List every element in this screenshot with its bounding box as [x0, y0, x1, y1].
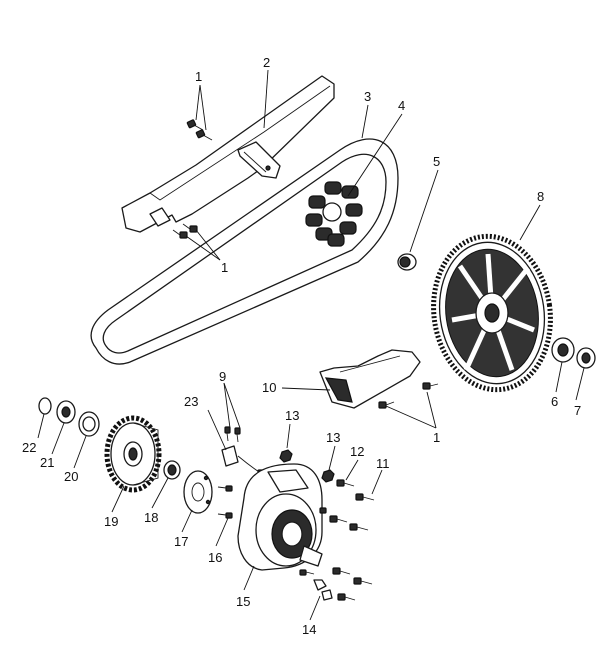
callout-12: 12	[350, 444, 364, 459]
cush-drive-rubbers	[305, 181, 363, 247]
oil-seal	[78, 411, 100, 437]
spacer-sleeve	[397, 253, 417, 271]
callout-15: 15	[236, 594, 250, 609]
callout-4: 4	[398, 98, 405, 113]
sensor-bracket	[221, 445, 265, 476]
front-bearing	[56, 400, 76, 424]
cable-clip	[313, 579, 333, 601]
callout-23: 23	[184, 394, 198, 409]
retaining-plate	[183, 470, 213, 514]
callout-10: 10	[262, 380, 276, 395]
callout-13-right: 13	[326, 430, 340, 445]
callout-21: 21	[40, 455, 54, 470]
belt-guard-upper	[121, 75, 335, 233]
circlip	[38, 397, 52, 415]
callout-2: 2	[263, 55, 270, 70]
screw-lower-pair	[172, 223, 198, 239]
callout-9: 9	[219, 369, 226, 384]
callout-20: 20	[64, 469, 78, 484]
rear-pulley	[431, 233, 553, 393]
screw-guard-pair	[378, 382, 439, 409]
leader-lines	[37, 69, 585, 621]
callout-1-upper: 1	[195, 69, 202, 84]
callout-16: 16	[208, 550, 222, 565]
rear-spacer	[576, 347, 596, 369]
cover-screw-column-short	[349, 493, 375, 585]
callout-1-right: 1	[433, 430, 440, 445]
callout-1-lower: 1	[221, 260, 228, 275]
callout-5: 5	[433, 154, 440, 169]
screw-upper-pair	[186, 119, 213, 141]
callout-17: 17	[174, 534, 188, 549]
callout-3: 3	[364, 89, 371, 104]
cover-screw-lower	[299, 507, 327, 576]
callout-22: 22	[22, 440, 36, 455]
callout-labels: 1 2 3 4 5 8 1 9 10 1 23 13 13 12 11 22 2…	[22, 55, 581, 637]
callout-19: 19	[104, 514, 118, 529]
callout-14: 14	[302, 622, 316, 637]
callout-6: 6	[551, 394, 558, 409]
callout-13-left: 13	[285, 408, 299, 423]
cover-nut-left	[279, 449, 293, 463]
front-pulley	[104, 415, 162, 493]
callout-18: 18	[144, 510, 158, 525]
cover-screw-column-long	[329, 479, 356, 601]
cover-nut-right	[321, 469, 335, 483]
callout-11: 11	[376, 456, 390, 471]
plate-screw-pair	[217, 485, 233, 519]
belt-guard-lower	[319, 349, 421, 409]
rear-bearing	[551, 337, 575, 363]
front-pulley-cover	[237, 463, 323, 571]
callout-8: 8	[537, 189, 544, 204]
front-spacer	[163, 460, 181, 480]
bracket-screw-pair	[224, 426, 241, 443]
callout-7: 7	[574, 403, 581, 418]
